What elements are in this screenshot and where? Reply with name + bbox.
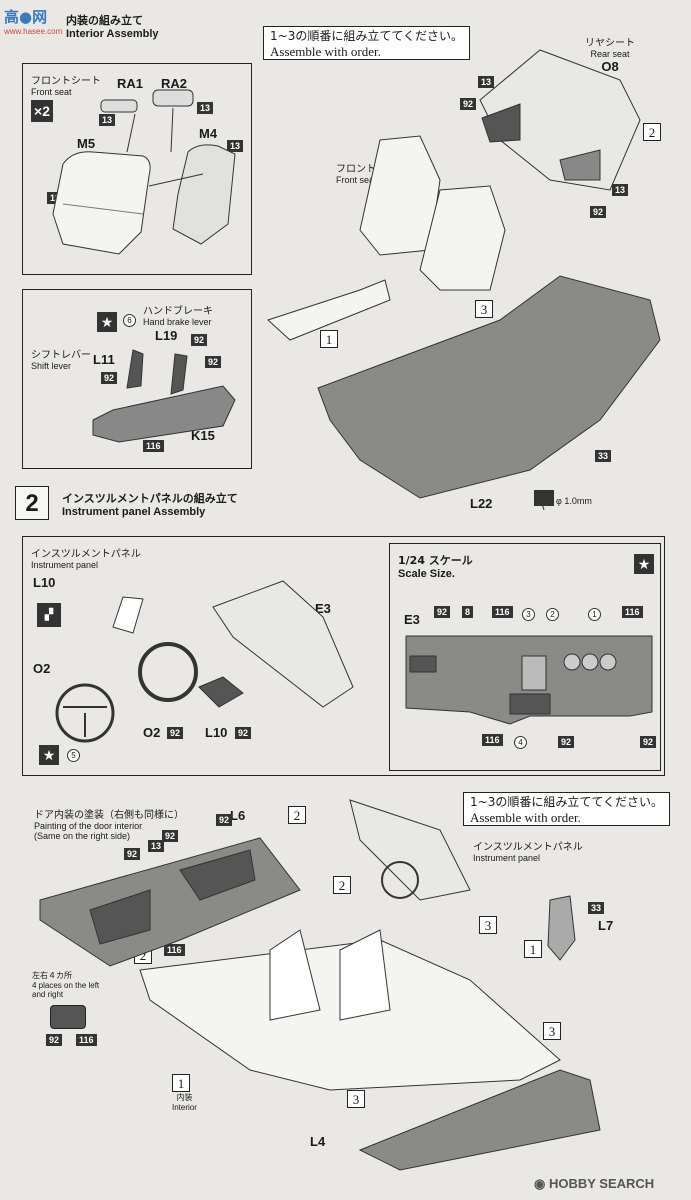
callout-2: 2: [546, 608, 559, 621]
step-ref: 1: [524, 940, 542, 958]
code-92: 92: [590, 206, 607, 218]
part-e3: E3: [315, 601, 331, 616]
console-illustration: [92, 349, 236, 443]
code-92: 92: [640, 736, 657, 748]
code-92: 92: [235, 727, 252, 739]
callout-1: 1: [588, 608, 601, 621]
star-icon: ★: [39, 745, 59, 765]
step-ref: 2: [288, 806, 306, 824]
code-116: 116: [76, 1034, 97, 1046]
code-33: 33: [588, 902, 605, 914]
step2-title: インスツルメントパネルの組み立て Instrument panel Assemb…: [62, 492, 238, 518]
code-116: 116: [492, 606, 513, 618]
part-ra1: RA1: [117, 76, 144, 91]
paint-mark: 5: [67, 749, 80, 762]
step3-order-note: 1~3の順番に組み立ててください。 Assemble with order.: [463, 792, 670, 826]
part-k15: K15: [191, 428, 215, 443]
front-seat-detail-box: フロントシート Front seat ×2 RA1 RA2 M5 M4 13 1…: [22, 63, 252, 275]
site-watermark: 高●网 www.hasee.com: [4, 8, 63, 36]
step2-number: 2: [15, 486, 49, 520]
brand-logo-icon: ◉: [534, 1176, 546, 1191]
places-label: 左右４カ所 4 places on the left and right: [32, 971, 100, 999]
code-92: 92: [101, 372, 118, 384]
paint-mark: 6: [123, 314, 136, 327]
part-m5: M5: [77, 136, 96, 151]
instrument-panel-illustration: [55, 580, 354, 743]
code-92: 92: [460, 98, 477, 110]
code-92: 92: [216, 814, 233, 826]
site-url: www.hasee.com: [4, 27, 63, 36]
code-13: 13: [612, 184, 629, 196]
step1-order-note: 1~3の順番に組み立ててください。 Assemble with order.: [263, 26, 470, 60]
instrument-panel-box: インスツルメントパネル Instrument panel L10 ▞ O2 ★ …: [22, 536, 665, 776]
footer-brand: ◉ HOBBY SEARCH: [534, 1176, 655, 1191]
part-ra2: RA2: [161, 76, 188, 91]
step-ref-2: 2: [643, 123, 661, 141]
part-l7: L7: [598, 918, 614, 933]
code-92: 92: [205, 356, 222, 368]
code-92: 92: [167, 727, 184, 739]
part-l11: L11: [93, 352, 115, 367]
star-icon: ★: [97, 312, 117, 332]
qty-badge: ×2: [31, 100, 53, 122]
part-l10-b: L10: [205, 725, 228, 740]
part-o2: O2: [33, 661, 51, 676]
code-8: 8: [462, 606, 474, 618]
front-seat-illustration: [52, 89, 236, 255]
console-detail-box: ★ 6 ハンドブレーキ Hand brake lever L19 92 シフトレ…: [22, 289, 252, 469]
scale-detail-box: 1/24 スケール Scale Size. ★ E3 92 8 116 3 2 …: [389, 543, 661, 771]
code-116: 116: [622, 606, 643, 618]
step1-title: 内装の組み立て Interior Assembly: [66, 14, 159, 40]
dashboard-scale-illustration: [405, 635, 653, 725]
code-13: 13: [148, 840, 165, 852]
code-13: 13: [478, 76, 495, 88]
part-e3-scale: E3: [404, 612, 420, 627]
callout-3: 3: [522, 608, 535, 621]
code-92: 92: [558, 736, 575, 748]
rear-seat-label: リヤシート Rear seat O8: [585, 38, 635, 74]
part-l6: L6: [230, 808, 246, 823]
step-ref: 2: [333, 876, 351, 894]
part-l10: L10: [33, 575, 56, 590]
code-116: 116: [482, 734, 503, 746]
code-92: 92: [124, 848, 141, 860]
step-ref: 3: [543, 1022, 561, 1040]
code-13: 13: [197, 102, 214, 114]
interior-box-label: 1 内装 Interior: [172, 1074, 197, 1112]
step-ref: 3: [347, 1090, 365, 1108]
code-92: 92: [162, 830, 179, 842]
star-icon: ★: [634, 554, 654, 574]
callout-4: 4: [514, 736, 527, 749]
part-o2-b: O2: [143, 725, 161, 740]
front-seat-label: フロントシート Front seat: [336, 164, 406, 185]
code-116: 116: [143, 440, 164, 452]
paint-icon: ▞: [37, 603, 61, 627]
code-116: 116: [164, 944, 185, 956]
code-13: 13: [227, 140, 244, 152]
step-ref: 3: [479, 916, 497, 934]
code-92: 92: [434, 606, 451, 618]
part-l19: L19: [155, 328, 178, 343]
code-33: 33: [595, 450, 612, 462]
step-ref-1: 1: [320, 330, 338, 348]
panel-label-step3: インスツルメントパネル Instrument panel: [473, 842, 583, 863]
interior-floor-illustration: [267, 49, 661, 511]
door-paint-label: ドア内装の塗装（右側も同様に） Painting of the door int…: [34, 810, 184, 841]
code-92: 92: [46, 1034, 63, 1046]
part-l4: L4: [310, 1134, 326, 1149]
code-13: 13: [99, 114, 116, 126]
clip-detail: [50, 1005, 86, 1029]
step-ref-3: 3: [475, 300, 493, 318]
part-m4: M4: [199, 126, 218, 141]
part-l22: L22: [470, 496, 493, 511]
code-92: 92: [191, 334, 208, 346]
hole-size: φ 1.0mm: [556, 496, 592, 506]
